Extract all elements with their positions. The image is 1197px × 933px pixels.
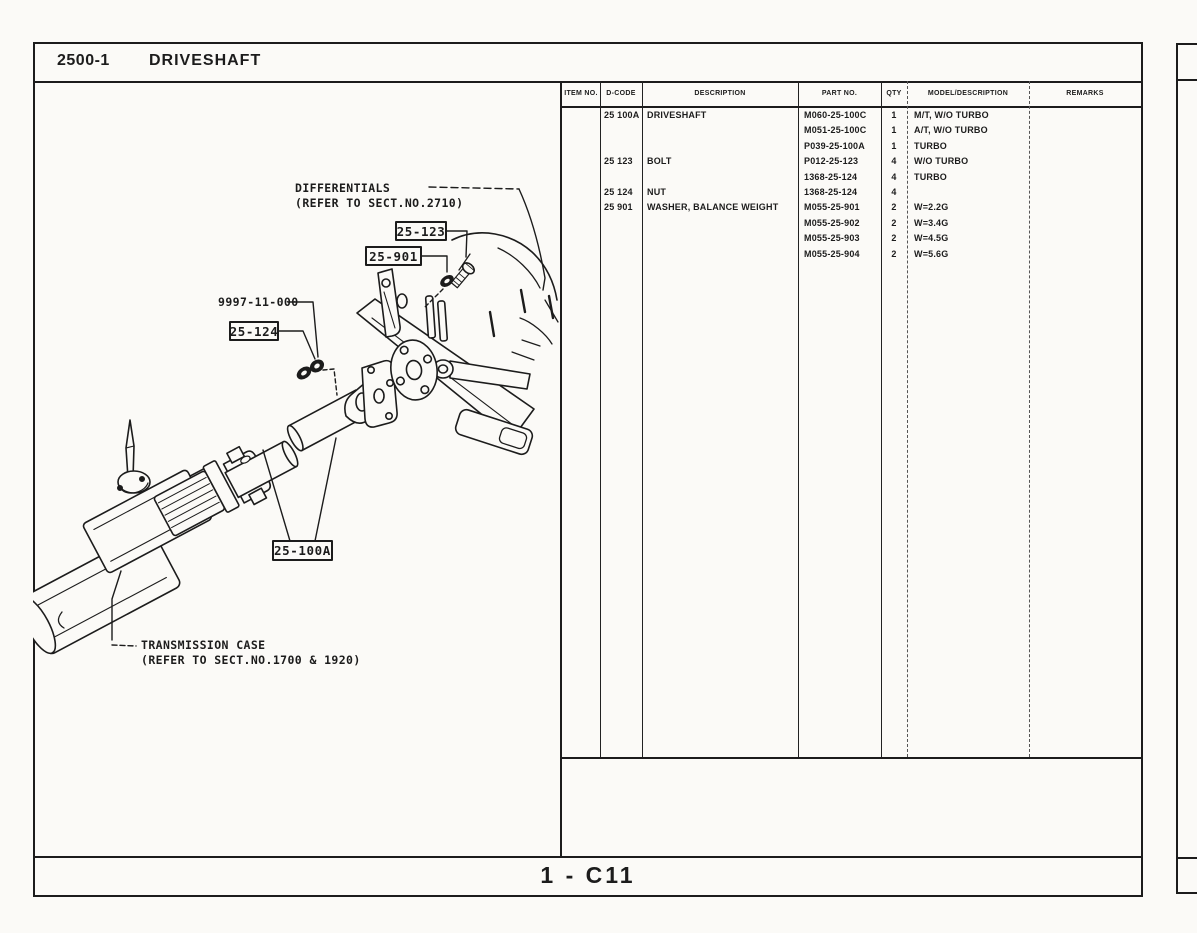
callout-differentials-line2: (REFER TO SECT.NO.2710) <box>295 196 463 210</box>
callout-part-9997: 9997-11-000 <box>218 295 299 309</box>
facing-page-edge <box>1176 43 1178 894</box>
mount-bracket <box>377 268 408 338</box>
col-header-remarks: REMARKS <box>1066 90 1104 97</box>
parts-table: ITEM NO. D-CODE DESCRIPTION PART NO. QTY… <box>560 81 1141 858</box>
callout-boxes <box>229 221 447 561</box>
column-rule <box>1029 81 1030 757</box>
companion-flange <box>390 339 438 401</box>
washer-part <box>440 275 454 287</box>
callout-box-25-100A <box>272 540 333 561</box>
column-rule <box>642 81 643 757</box>
column-rule <box>907 81 908 757</box>
page-number: 1 - C11 <box>540 862 636 888</box>
facing-page-rule <box>1176 857 1197 859</box>
col-header-item-no: ITEM NO. <box>564 90 598 97</box>
page-title: DRIVESHAFT <box>149 52 262 69</box>
table-header-row: ITEM NO. D-CODE DESCRIPTION PART NO. QTY… <box>562 81 1141 108</box>
facing-page-rule <box>1176 892 1197 894</box>
col-header-qty: QTY <box>886 90 902 97</box>
page-frame: 2500-1 DRIVESHAFT ITEM NO. D-CODE DESCRI… <box>33 42 1143 897</box>
speedometer-gear <box>117 419 151 494</box>
mounting-studs <box>424 295 449 342</box>
leader-lines <box>111 186 546 647</box>
callout-label-25-901: 25-901 <box>369 249 418 264</box>
callout-label-25-123: 25-123 <box>397 224 446 239</box>
callout-transmission-line2: (REFER TO SECT.NO.1700 & 1920) <box>141 653 361 667</box>
callout-transmission-line1: TRANSMISSION CASE <box>141 638 266 652</box>
callout-box-25-901 <box>365 246 422 266</box>
column-rule <box>881 81 882 757</box>
col-header-part-no: PART NO. <box>821 90 858 97</box>
callout-box-25-123 <box>395 221 447 241</box>
col-header-description: DESCRIPTION <box>694 90 746 97</box>
callout-label-25-100A: 25-100A <box>274 543 331 558</box>
lateral-link <box>432 359 531 390</box>
callout-label-25-124: 25-124 <box>230 324 279 339</box>
differential-housing-sketch <box>451 232 559 361</box>
facing-page-rule <box>1176 79 1197 81</box>
section-code: 2500-1 <box>57 52 110 69</box>
callout-differentials-line1: DIFFERENTIALS <box>295 181 390 195</box>
column-rule <box>798 81 799 757</box>
col-header-dcode: D-CODE <box>606 90 636 97</box>
washer-nut-parts <box>296 359 325 380</box>
page-footer: 1 - C11 <box>35 856 1141 895</box>
bolt-part <box>450 262 475 289</box>
title-band: 2500-1 DRIVESHAFT <box>35 44 1141 83</box>
driveshaft-tube-front <box>224 440 299 499</box>
column-rule <box>600 81 601 757</box>
rear-yoke <box>344 359 398 428</box>
slip-yoke <box>153 460 240 537</box>
callout-box-25-124 <box>229 321 279 341</box>
table-bottom-rule <box>562 757 1141 759</box>
driveshaft-exploded-diagram: DIFFERENTIALS (REFER TO SECT.NO.2710) 99… <box>33 181 559 667</box>
facing-page-rule <box>1176 43 1197 45</box>
col-header-model: MODEL/DESCRIPTION <box>927 90 1009 97</box>
